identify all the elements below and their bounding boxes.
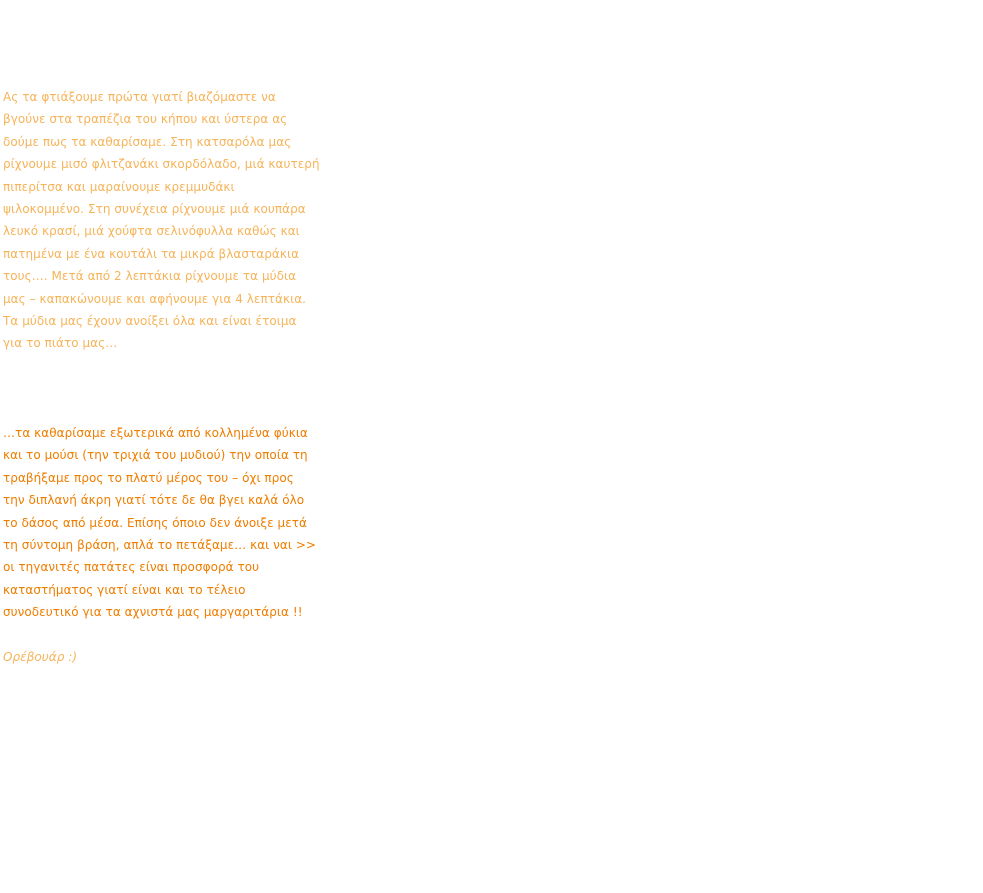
- paragraph-line: πατημένα με ένα κουτάλι τα μικρά βλασταρ…: [3, 246, 300, 261]
- paragraph-line: για το πιάτο μας…: [3, 336, 118, 351]
- paragraph-line: την διπλανή άκρη γιατί τότε δε θα βγει κ…: [3, 493, 305, 508]
- paragraph-line: και το μούσι (την τριχιά του μυδιού) την…: [3, 448, 308, 463]
- paragraph-line: καταστήματος γιατί είναι και το τέλειο: [3, 582, 246, 597]
- paragraph-line: Ας τα φτιάξουμε πρώτα γιατί βιαζόμαστε ν…: [3, 90, 276, 104]
- paragraph-line: βγούνε στα τραπέζια του κήπου και ύστερα…: [3, 112, 288, 127]
- paragraph-line: συνοδευτικό για τα αχνιστά μας μαργαριτά…: [3, 605, 303, 620]
- paragraph-line: τους…. Μετά από 2 λεπτάκια ρίχνουμε τα μ…: [3, 269, 297, 284]
- paragraph-line: ψιλοκομμένο. Στη συνέχεια ρίχνουμε μιά κ…: [3, 201, 306, 216]
- signoff-text: Ορέβουάρ :): [3, 650, 78, 664]
- paragraph-line: τραβήξαμε προς το πλατύ μέρος του – όχι …: [3, 470, 294, 485]
- recipe-paragraph: Ας τα φτιάξουμε πρώτα γιατί βιαζόμαστε ν…: [3, 86, 333, 355]
- cleaning-paragraph: …τα καθαρίσαμε εξωτερικά από κολλημένα φ…: [3, 422, 333, 624]
- paragraph-line: οι τηγανιτές πατάτες είναι προσφορά του: [3, 560, 260, 575]
- signoff: Ορέβουάρ :): [3, 646, 333, 668]
- paragraph-line: μας – καπακώνουμε και αφήνουμε για 4 λεπ…: [3, 291, 307, 306]
- paragraph-line: πιπερίτσα και μαραίνουμε κρεμμυδάκι: [3, 179, 235, 194]
- paragraph-line: δούμε πως τα καθαρίσαμε. Στη κατσαρόλα μ…: [3, 134, 292, 149]
- paragraph-line: …τα καθαρίσαμε εξωτερικά από κολλημένα φ…: [3, 426, 308, 440]
- paragraph-line: τη σύντομη βράση, απλά το πετάξαμε… και …: [3, 537, 317, 552]
- paragraph-line: το δάσος από μέσα. Επίσης όποιο δεν άνοι…: [3, 515, 308, 530]
- paragraph-line: Τα μύδια μας έχουν ανοίξει όλα και είναι…: [3, 313, 297, 328]
- paragraph-line: ρίχνουμε μισό φλιτζανάκι σκορδόλαδο, μιά…: [3, 157, 320, 172]
- paragraph-line: λευκό κρασί, μιά χούφτα σελινόφυλλα καθώ…: [3, 224, 300, 239]
